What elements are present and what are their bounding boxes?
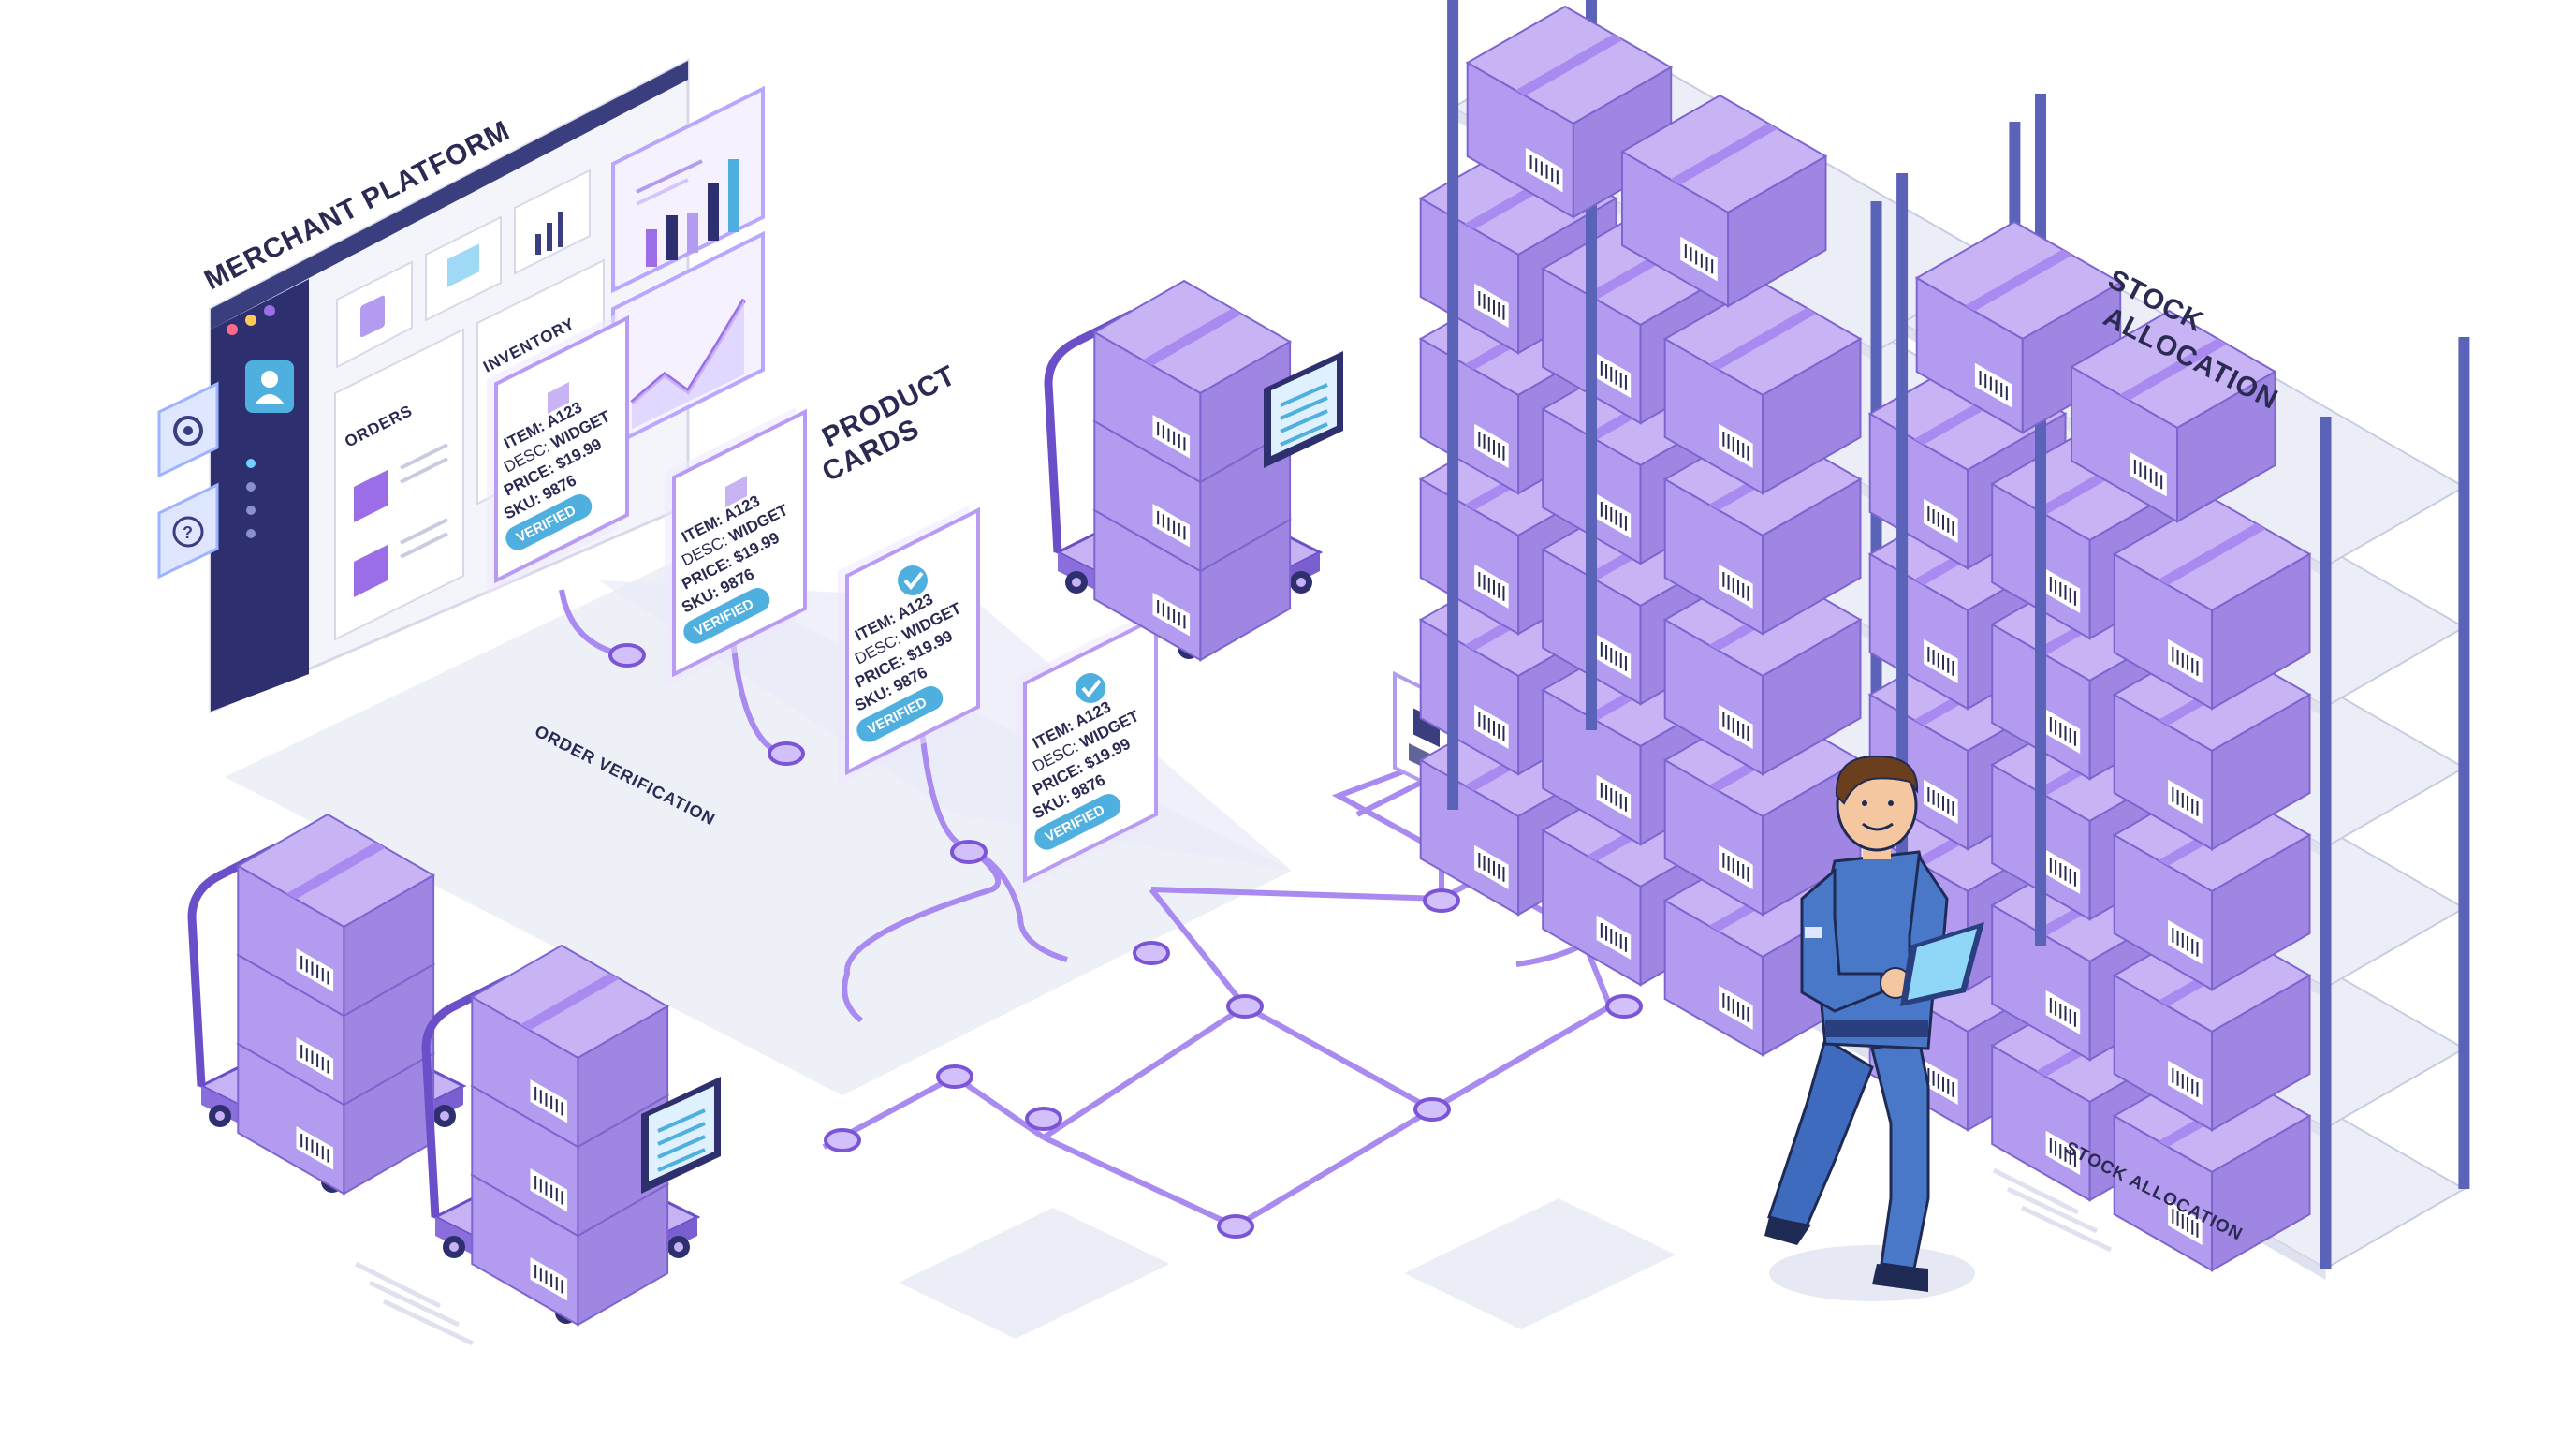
- dashboard-sidebar: [211, 279, 309, 712]
- flow-node: [824, 1128, 861, 1152]
- flow-node: [1423, 888, 1460, 913]
- warehouse-worker: [1764, 755, 1984, 1301]
- box: [2112, 496, 2312, 711]
- flow-node: [1025, 1107, 1062, 1131]
- document-icon: [336, 260, 413, 369]
- box: [1619, 94, 1828, 308]
- box: [1662, 281, 1863, 495]
- cart-left: [187, 813, 467, 1196]
- tablet-icon: [1900, 922, 1984, 1006]
- box: [1092, 279, 1293, 484]
- help-icon[interactable]: ?: [157, 482, 219, 580]
- floor-markings: [354, 1167, 2113, 1346]
- window-dot-purple: [264, 305, 275, 316]
- box: [1914, 220, 2123, 434]
- flow-node: [1226, 994, 1264, 1019]
- flow-nodes: [608, 643, 1643, 1239]
- shelf-unit-front: [1867, 94, 2470, 1280]
- flow-node: [1217, 1214, 1254, 1239]
- bar-chart-panel: [611, 85, 765, 294]
- flow-node: [1413, 1097, 1451, 1122]
- carts: [187, 279, 1343, 1327]
- flow-node: [950, 840, 988, 864]
- bar-chart-icon: [514, 169, 591, 275]
- flow-node: [768, 741, 805, 766]
- flow-node: [936, 1064, 973, 1089]
- flow-node: [608, 643, 646, 668]
- gear-icon[interactable]: [157, 381, 219, 478]
- check-icon: [1076, 673, 1105, 703]
- shelving-units: [1418, 0, 2470, 1280]
- check-icon: [898, 565, 928, 595]
- box-icon: [725, 476, 747, 507]
- box: [470, 944, 670, 1149]
- box-icon: [548, 382, 569, 414]
- box: [1465, 5, 1674, 219]
- svg-text:?: ?: [183, 523, 193, 542]
- orders-panel: [334, 328, 464, 641]
- shop-icon: [425, 215, 502, 322]
- window-dot-red: [227, 324, 238, 335]
- box: [2069, 309, 2277, 523]
- cart-screen-front: [641, 1077, 721, 1194]
- flow-node: [1133, 941, 1170, 965]
- window-dot-yellow: [245, 315, 256, 326]
- flow-node: [1605, 994, 1643, 1019]
- cart-screen-top: [1264, 351, 1343, 468]
- cart-top: [1044, 279, 1324, 662]
- box: [236, 813, 436, 1018]
